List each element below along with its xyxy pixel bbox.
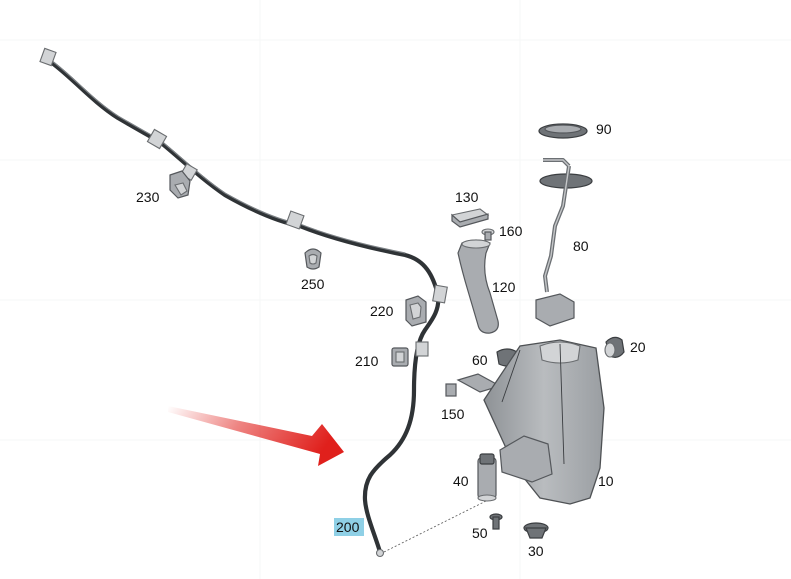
- clip-part-250: [304, 248, 322, 270]
- callout-230: 230: [136, 189, 160, 205]
- filler-neck-part-120: [457, 239, 499, 334]
- level-sensor-part-80: [535, 158, 593, 327]
- callout-40: 40: [453, 473, 469, 489]
- washer-hose-part-200: [39, 47, 448, 558]
- callout-220: 220: [370, 303, 394, 319]
- plug-part-160: [481, 228, 495, 241]
- clip-part-230: [169, 170, 191, 199]
- red-pointer-arrow: [168, 406, 344, 466]
- cap-part-130: [450, 208, 490, 228]
- callout-10: 10: [598, 473, 614, 489]
- callout-50: 50: [472, 525, 488, 541]
- callout-160: 160: [499, 223, 523, 239]
- callout-150: 150: [441, 406, 465, 422]
- callout-90: 90: [596, 121, 612, 137]
- clip-part-210: [391, 347, 409, 367]
- callout-60: 60: [472, 352, 488, 368]
- leader-line-200: [383, 499, 489, 553]
- callout-20: 20: [630, 339, 646, 355]
- callout-30: 30: [528, 543, 544, 559]
- pump-part-40: [477, 453, 497, 502]
- grommet-part-30: [523, 522, 549, 539]
- callout-80: 80: [573, 238, 589, 254]
- callout-250: 250: [301, 276, 325, 292]
- reservoir-tank-part-10: [483, 339, 605, 505]
- callout-200: 200: [336, 519, 360, 535]
- clip-part-220: [405, 295, 427, 327]
- callout-120: 120: [492, 279, 516, 295]
- grommet-part-20: [604, 336, 625, 358]
- cap-part-90: [538, 123, 588, 139]
- callout-labels: 90 80 130 160 120 230 250 220 210 60 20 …: [136, 121, 646, 559]
- bracket-part-150: [445, 373, 502, 397]
- callout-210: 210: [355, 353, 379, 369]
- callout-200-highlight: [334, 518, 364, 536]
- callout-130: 130: [455, 189, 479, 205]
- screw-part-50: [489, 513, 503, 530]
